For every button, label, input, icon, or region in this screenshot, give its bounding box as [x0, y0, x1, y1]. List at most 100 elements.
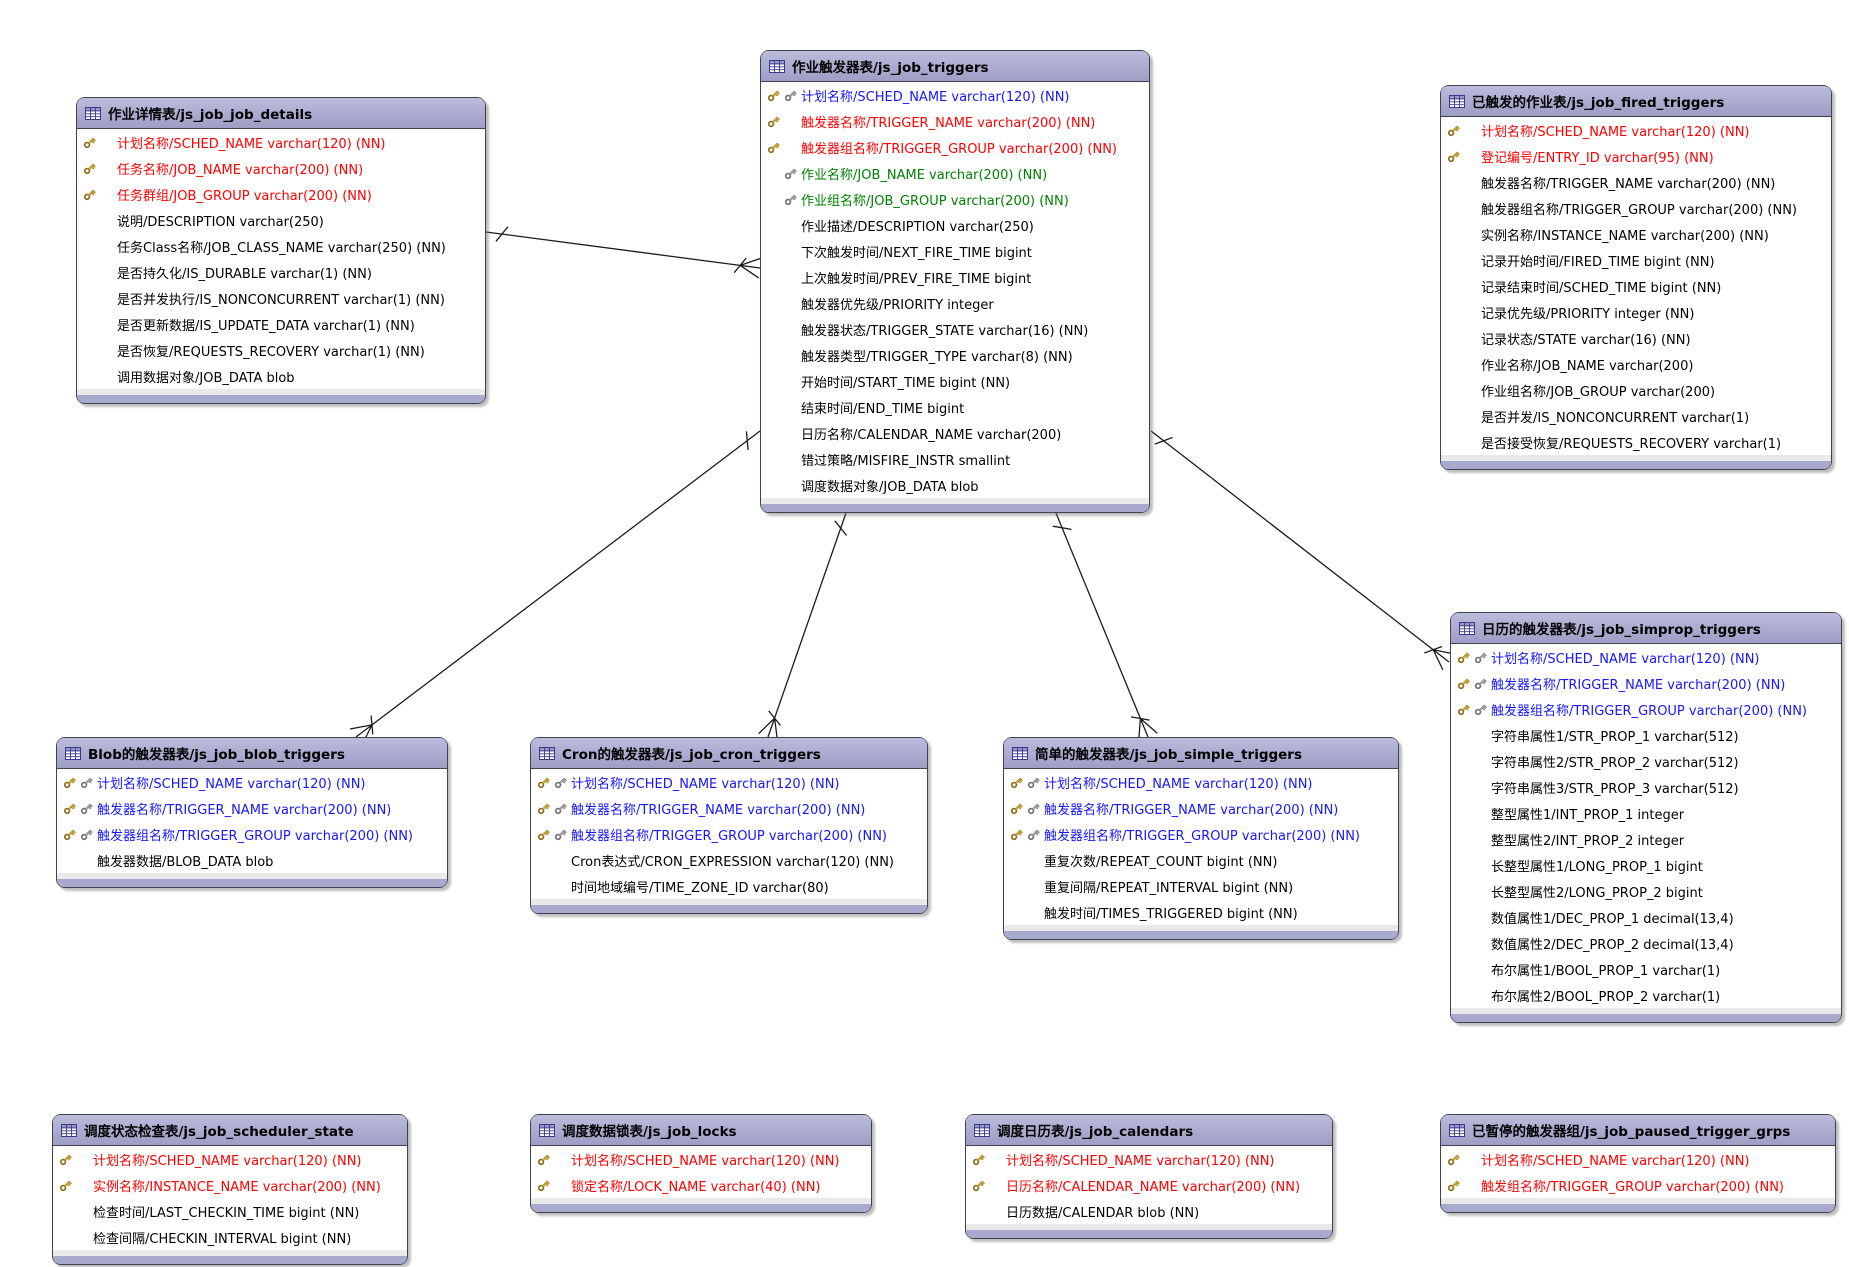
field-row[interactable]: 触发器优先级/PRIORITY integer [761, 290, 1149, 316]
field-row[interactable]: 实例名称/INSTANCE_NAME varchar(200) (NN) [1441, 221, 1831, 247]
field-row[interactable]: 触发器名称/TRIGGER_NAME varchar(200) (NN) [1004, 795, 1398, 821]
field-row[interactable]: 数值属性1/DEC_PROP_1 decimal(13,4) [1451, 904, 1841, 930]
table-header[interactable]: Blob的触发器表/js_job_blob_triggers [57, 738, 447, 769]
field-row[interactable]: 字符串属性2/STR_PROP_2 varchar(512) [1451, 748, 1841, 774]
field-row[interactable]: 计划名称/SCHED_NAME varchar(120) (NN) [531, 1146, 871, 1172]
field-row[interactable]: 是否并发/IS_NONCONCURRENT varchar(1) [1441, 403, 1831, 429]
field-row[interactable]: 计划名称/SCHED_NAME varchar(120) (NN) [53, 1146, 407, 1172]
field-row[interactable]: 作业名称/JOB_NAME varchar(200) (NN) [761, 160, 1149, 186]
field-row[interactable]: 触发器组名称/TRIGGER_GROUP varchar(200) (NN) [1451, 696, 1841, 722]
field-row[interactable]: 触发器组名称/TRIGGER_GROUP varchar(200) (NN) [531, 821, 927, 847]
table-header[interactable]: 已触发的作业表/js_job_fired_triggers [1441, 86, 1831, 117]
field-row[interactable]: 重复间隔/REPEAT_INTERVAL bigint (NN) [1004, 873, 1398, 899]
field-row[interactable]: 整型属性1/INT_PROP_1 integer [1451, 800, 1841, 826]
field-row[interactable]: 日历数据/CALENDAR blob (NN) [966, 1198, 1332, 1224]
table-header[interactable]: 调度数据锁表/js_job_locks [531, 1115, 871, 1146]
field-row[interactable]: 触发器组名称/TRIGGER_GROUP varchar(200) (NN) [57, 821, 447, 847]
field-row[interactable]: 任务Class名称/JOB_CLASS_NAME varchar(250) (N… [77, 233, 485, 259]
table-header[interactable]: 已暂停的触发器组/js_job_paused_trigger_grps [1441, 1115, 1835, 1146]
field-row[interactable]: 触发器名称/TRIGGER_NAME varchar(200) (NN) [1441, 169, 1831, 195]
field-row[interactable]: 记录优先级/PRIORITY integer (NN) [1441, 299, 1831, 325]
field-row[interactable]: 长整型属性1/LONG_PROP_1 bigint [1451, 852, 1841, 878]
field-row[interactable]: 触发器名称/TRIGGER_NAME varchar(200) (NN) [1451, 670, 1841, 696]
field-row[interactable]: 结束时间/END_TIME bigint [761, 394, 1149, 420]
field-row[interactable]: 字符串属性3/STR_PROP_3 varchar(512) [1451, 774, 1841, 800]
table-header[interactable]: 日历的触发器表/js_job_simprop_triggers [1451, 613, 1841, 644]
field-row[interactable]: 实例名称/INSTANCE_NAME varchar(200) (NN) [53, 1172, 407, 1198]
field-row[interactable]: 计划名称/SCHED_NAME varchar(120) (NN) [1441, 117, 1831, 143]
table-header[interactable]: 作业触发器表/js_job_triggers [761, 51, 1149, 82]
field-row[interactable]: 是否接受恢复/REQUESTS_RECOVERY varchar(1) [1441, 429, 1831, 455]
field-row[interactable]: 触发时间/TIMES_TRIGGERED bigint (NN) [1004, 899, 1398, 925]
field-row[interactable]: 开始时间/START_TIME bigint (NN) [761, 368, 1149, 394]
field-row[interactable]: 上次触发时间/PREV_FIRE_TIME bigint [761, 264, 1149, 290]
table-header[interactable]: 作业详情表/js_job_job_details [77, 98, 485, 129]
field-row[interactable]: 触发器类型/TRIGGER_TYPE varchar(8) (NN) [761, 342, 1149, 368]
field-row[interactable]: 触发器名称/TRIGGER_NAME varchar(200) (NN) [531, 795, 927, 821]
table-header[interactable]: 调度状态检查表/js_job_scheduler_state [53, 1115, 407, 1146]
field-row[interactable]: 计划名称/SCHED_NAME varchar(120) (NN) [77, 129, 485, 155]
field-row[interactable]: 检查时间/LAST_CHECKIN_TIME bigint (NN) [53, 1198, 407, 1224]
field-row[interactable]: 是否并发执行/IS_NONCONCURRENT varchar(1) (NN) [77, 285, 485, 311]
field-row[interactable]: 说明/DESCRIPTION varchar(250) [77, 207, 485, 233]
field-row[interactable]: 下次触发时间/NEXT_FIRE_TIME bigint [761, 238, 1149, 264]
field-row[interactable]: 日历名称/CALENDAR_NAME varchar(200) (NN) [966, 1172, 1332, 1198]
field-row[interactable]: 任务名称/JOB_NAME varchar(200) (NN) [77, 155, 485, 181]
field-row[interactable]: 作业名称/JOB_NAME varchar(200) [1441, 351, 1831, 377]
field-row[interactable]: 是否持久化/IS_DURABLE varchar(1) (NN) [77, 259, 485, 285]
field-row[interactable]: 登记编号/ENTRY_ID varchar(95) (NN) [1441, 143, 1831, 169]
field-row[interactable]: 重复次数/REPEAT_COUNT bigint (NN) [1004, 847, 1398, 873]
field-row[interactable]: 是否更新数据/IS_UPDATE_DATA varchar(1) (NN) [77, 311, 485, 337]
field-row[interactable]: 触发器组名称/TRIGGER_GROUP varchar(200) (NN) [761, 134, 1149, 160]
field-row[interactable]: 计划名称/SCHED_NAME varchar(120) (NN) [57, 769, 447, 795]
field-row[interactable]: 触发组名称/TRIGGER_GROUP varchar(200) (NN) [1441, 1172, 1835, 1198]
field-row[interactable]: 计划名称/SCHED_NAME varchar(120) (NN) [761, 82, 1149, 108]
field-row[interactable]: 作业描述/DESCRIPTION varchar(250) [761, 212, 1149, 238]
field-row[interactable]: 锁定名称/LOCK_NAME varchar(40) (NN) [531, 1172, 871, 1198]
field-row[interactable]: 作业组名称/JOB_GROUP varchar(200) [1441, 377, 1831, 403]
table-header[interactable]: Cron的触发器表/js_job_cron_triggers [531, 738, 927, 769]
field-row[interactable]: Cron表达式/CRON_EXPRESSION varchar(120) (NN… [531, 847, 927, 873]
field-row[interactable]: 记录结束时间/SCHED_TIME bigint (NN) [1441, 273, 1831, 299]
field-row[interactable]: 触发器状态/TRIGGER_STATE varchar(16) (NN) [761, 316, 1149, 342]
field-row[interactable]: 计划名称/SCHED_NAME varchar(120) (NN) [966, 1146, 1332, 1172]
field-row[interactable]: 任务群组/JOB_GROUP varchar(200) (NN) [77, 181, 485, 207]
field-row[interactable]: 数值属性2/DEC_PROP_2 decimal(13,4) [1451, 930, 1841, 956]
field-row[interactable]: 记录开始时间/FIRED_TIME bigint (NN) [1441, 247, 1831, 273]
field-row[interactable]: 调度数据对象/JOB_DATA blob [761, 472, 1149, 498]
field-row[interactable]: 作业组名称/JOB_GROUP varchar(200) (NN) [761, 186, 1149, 212]
field-row[interactable]: 字符串属性1/STR_PROP_1 varchar(512) [1451, 722, 1841, 748]
field-row[interactable]: 计划名称/SCHED_NAME varchar(120) (NN) [1441, 1146, 1835, 1172]
field-row[interactable]: 触发器名称/TRIGGER_NAME varchar(200) (NN) [57, 795, 447, 821]
field-row[interactable]: 长整型属性2/LONG_PROP_2 bigint [1451, 878, 1841, 904]
field-row[interactable]: 时间地域编号/TIME_ZONE_ID varchar(80) [531, 873, 927, 899]
field-row[interactable]: 错过策略/MISFIRE_INSTR smallint [761, 446, 1149, 472]
field-row[interactable]: 检查间隔/CHECKIN_INTERVAL bigint (NN) [53, 1224, 407, 1250]
field-row[interactable]: 布尔属性1/BOOL_PROP_1 varchar(1) [1451, 956, 1841, 982]
table-header[interactable]: 调度日历表/js_job_calendars [966, 1115, 1332, 1146]
field-row[interactable]: 调用数据对象/JOB_DATA blob [77, 363, 485, 389]
field-row[interactable]: 触发器名称/TRIGGER_NAME varchar(200) (NN) [761, 108, 1149, 134]
table-header[interactable]: 简单的触发器表/js_job_simple_triggers [1004, 738, 1398, 769]
field-row[interactable]: 布尔属性2/BOOL_PROP_2 varchar(1) [1451, 982, 1841, 1008]
field-row[interactable]: 触发器组名称/TRIGGER_GROUP varchar(200) (NN) [1004, 821, 1398, 847]
field-row[interactable]: 触发器数据/BLOB_DATA blob [57, 847, 447, 873]
field-row[interactable]: 计划名称/SCHED_NAME varchar(120) (NN) [1451, 644, 1841, 670]
field-row[interactable]: 整型属性2/INT_PROP_2 integer [1451, 826, 1841, 852]
field-row[interactable]: 记录状态/STATE varchar(16) (NN) [1441, 325, 1831, 351]
field-row[interactable]: 是否恢复/REQUESTS_RECOVERY varchar(1) (NN) [77, 337, 485, 363]
field-row[interactable]: 计划名称/SCHED_NAME varchar(120) (NN) [531, 769, 927, 795]
field-row[interactable]: 触发器组名称/TRIGGER_GROUP varchar(200) (NN) [1441, 195, 1831, 221]
field-row[interactable]: 计划名称/SCHED_NAME varchar(120) (NN) [1004, 769, 1398, 795]
